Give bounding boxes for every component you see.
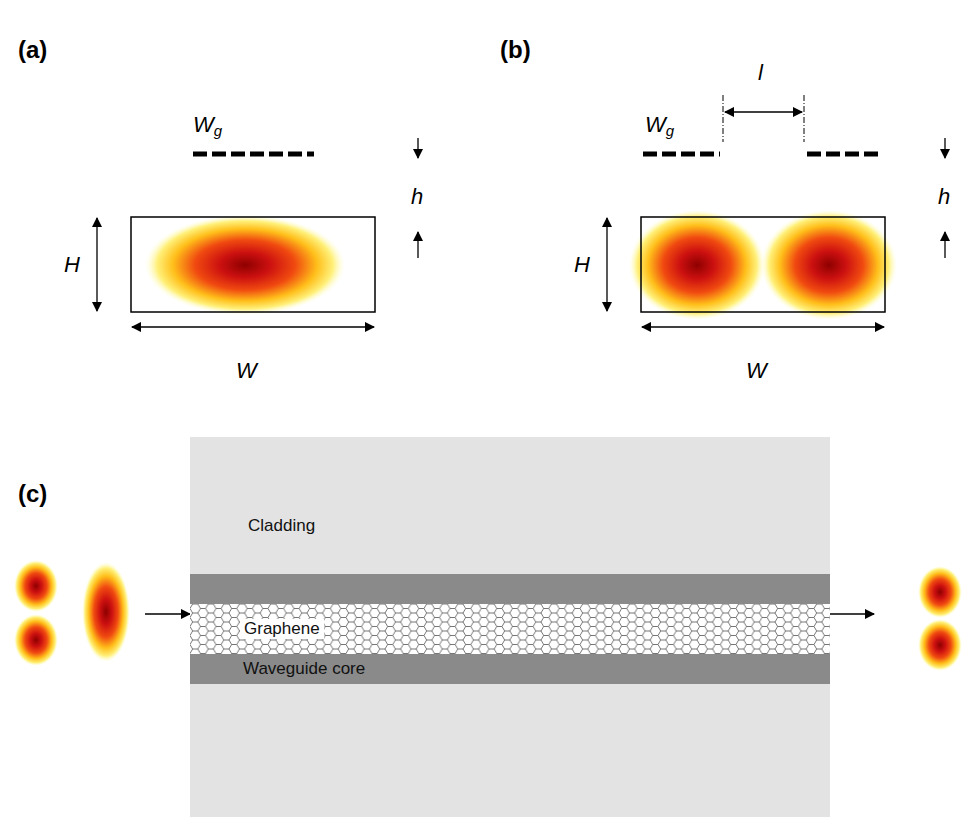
dimension-label: h (938, 186, 950, 208)
mode-profile (82, 562, 130, 662)
extension-line (723, 95, 724, 142)
waveguide-core: Waveguide core (190, 654, 830, 684)
graphene-strip (193, 152, 314, 157)
dimension-label: h (411, 186, 423, 208)
dimension-label: H (574, 254, 590, 276)
cladding-region: CladdingGrapheneWaveguide core (190, 437, 830, 817)
region-label: Graphene (240, 619, 324, 640)
dimension-arrow (417, 232, 418, 258)
dimension-label: W (236, 360, 257, 382)
dimension-label: W (746, 360, 767, 382)
waveguide-outline (641, 217, 885, 312)
dimension-label: l (758, 62, 763, 84)
dimension-arrow (606, 218, 607, 311)
mode-lobe (14, 614, 58, 666)
output-arrow (830, 613, 874, 614)
mode-lobe (918, 619, 962, 671)
region-label: Waveguide core (243, 660, 365, 679)
dimension-label: Wg (193, 114, 222, 138)
region-label: Cladding (248, 517, 315, 536)
panel-label: (b) (500, 38, 531, 62)
graphene-layer: Graphene (190, 604, 830, 654)
mode-lobe (918, 566, 962, 618)
mode-lobe (761, 210, 897, 320)
dimension-arrow (96, 218, 97, 311)
dimension-arrow (725, 111, 802, 112)
panel-label: (c) (18, 482, 47, 506)
dimension-arrow (132, 326, 374, 327)
waveguide-core-bar (190, 574, 830, 604)
dimension-arrow (944, 232, 945, 258)
input-arrow (145, 613, 190, 614)
dimension-arrow (417, 138, 418, 158)
dimension-arrow (944, 138, 945, 158)
graphene-strip (807, 152, 882, 157)
mode-lobe (629, 210, 765, 320)
dimension-arrow (642, 326, 884, 327)
waveguide-outline (131, 217, 375, 312)
dimension-label: H (64, 254, 80, 276)
dimension-label: Wg (645, 114, 674, 138)
mode-lobe (14, 560, 58, 612)
extension-line (804, 95, 805, 142)
mode-profile (145, 215, 345, 315)
panel-label: (a) (18, 38, 47, 62)
graphene-strip (643, 152, 720, 157)
